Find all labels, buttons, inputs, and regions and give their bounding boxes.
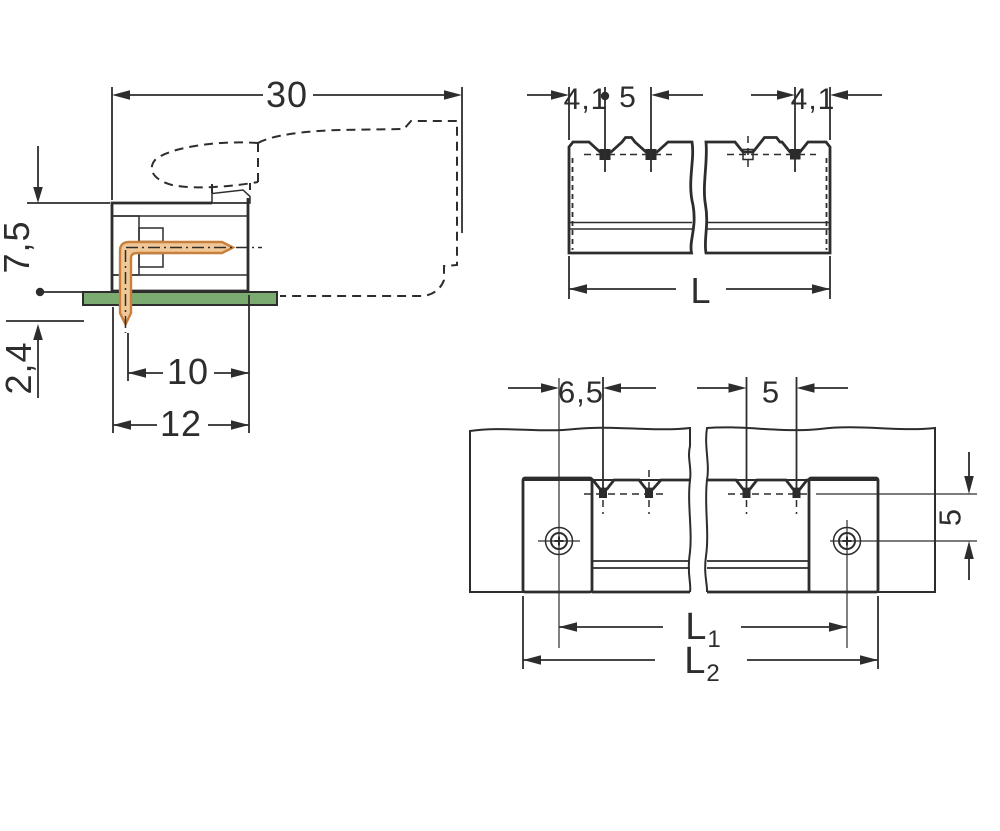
dim-label-end-to-pin-left: 4,1 — [563, 83, 609, 116]
dim-screw-to-pin — [508, 377, 656, 496]
dim-pin-to-front — [127, 333, 249, 381]
mating-plug-outline — [150, 120, 458, 297]
mounting-flange-left — [521, 476, 594, 594]
solder-pin — [118, 240, 262, 333]
dim-label-body-depth: 12 — [159, 403, 203, 444]
dim-pin-below-board — [6, 320, 84, 398]
dim-body-depth — [112, 295, 250, 433]
dim-label-pin-below-board: 2,4 — [0, 341, 39, 395]
dim-front-length — [568, 256, 831, 299]
dim-label-end-to-pin-right: 4,1 — [790, 83, 836, 116]
dim-label-overall-width: 30 — [265, 74, 309, 115]
dim-label-top-pitch: 5 — [761, 374, 781, 410]
dim-hole-spacing — [559, 622, 847, 632]
connector-housing-section — [110, 189, 251, 293]
dim-front-top — [527, 87, 882, 172]
dim-overall-width — [111, 87, 463, 233]
dim-label-row-to-screw: 5 — [932, 507, 968, 527]
front-body-left-segment — [567, 136, 696, 255]
strip-top-right — [707, 478, 810, 491]
dim-top-pitch — [697, 377, 848, 496]
dim-label-overall-length: L2 — [684, 640, 720, 687]
dim-label-front-pitch: 5 — [619, 81, 637, 114]
screw-hole-right — [830, 520, 977, 648]
dim-label-front-length: L — [690, 270, 712, 311]
pcb-board — [82, 291, 278, 306]
dim-label-height-above-board: 7,5 — [0, 220, 37, 274]
dim-row-to-screw — [816, 452, 977, 580]
dim-label-hole-spacing: L1 — [685, 606, 721, 653]
front-view — [527, 87, 882, 299]
latch-section — [211, 189, 251, 204]
screw-hole-left — [538, 378, 580, 648]
dim-height-above-board — [27, 146, 110, 297]
side-view — [6, 87, 463, 433]
break-edge — [704, 479, 709, 593]
break-edge — [687, 479, 692, 593]
pcb-area-left — [469, 426, 692, 593]
dim-overall-length — [522, 596, 879, 669]
mounting-flange-right — [807, 476, 880, 594]
dim-label-pin-to-front: 10 — [166, 351, 210, 392]
dim-label-screw-to-pin: 6,5 — [557, 374, 605, 410]
pcb-area-right — [705, 426, 936, 593]
top-view — [469, 377, 977, 669]
strip-top-left — [591, 478, 690, 491]
